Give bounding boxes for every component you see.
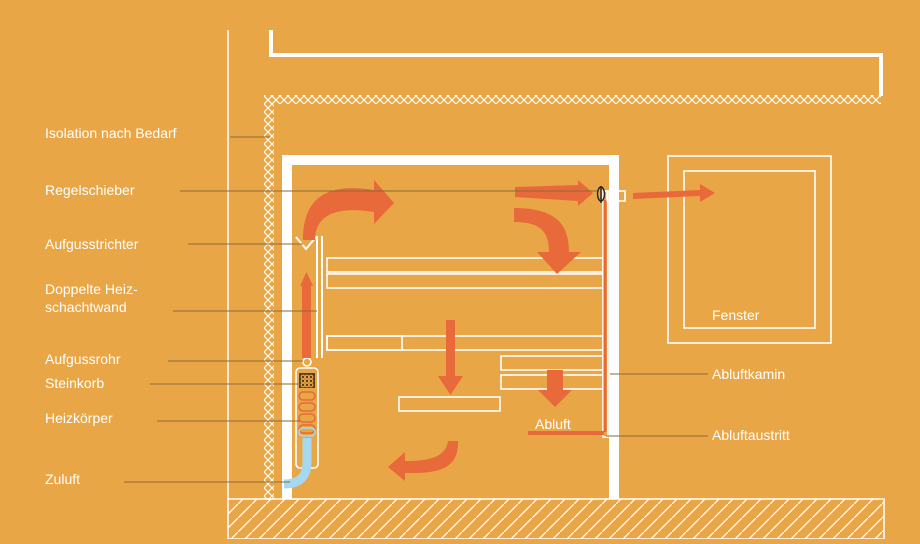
label-abluft: Abluft (535, 416, 571, 432)
air-flow-arrows (300, 180, 715, 481)
label-doppelte-wand: Doppelte Heiz- schachtwand (45, 281, 138, 315)
window-frame (667, 155, 832, 344)
label-abluftkamin: Abluftkamin (712, 366, 786, 382)
label-fenster: Fenster (712, 307, 760, 323)
cold-air-intake (283, 438, 312, 489)
label-aufgussrohr: Aufgussrohr (45, 351, 121, 367)
label-steinkorb: Steinkorb (45, 375, 105, 391)
insulation-band (264, 95, 881, 500)
label-zuluft: Zuluft (45, 471, 81, 487)
exhaust-chimney (602, 190, 626, 438)
label-isolation: Isolation nach Bedarf (45, 125, 177, 141)
label-regelschieber: Regelschieber (45, 182, 135, 198)
label-abluftaustritt: Abluftaustritt (712, 427, 790, 443)
aufguss-funnel (295, 236, 317, 251)
leader-lines (124, 136, 708, 483)
label-aufgusstrichter: Aufgusstrichter (45, 236, 139, 252)
cabin-walls (282, 155, 619, 499)
floor-hatch (227, 498, 885, 540)
ceiling-outline (269, 30, 883, 96)
regelschieber-valve (596, 186, 606, 203)
label-heizkoerper: Heizkörper (45, 410, 113, 426)
